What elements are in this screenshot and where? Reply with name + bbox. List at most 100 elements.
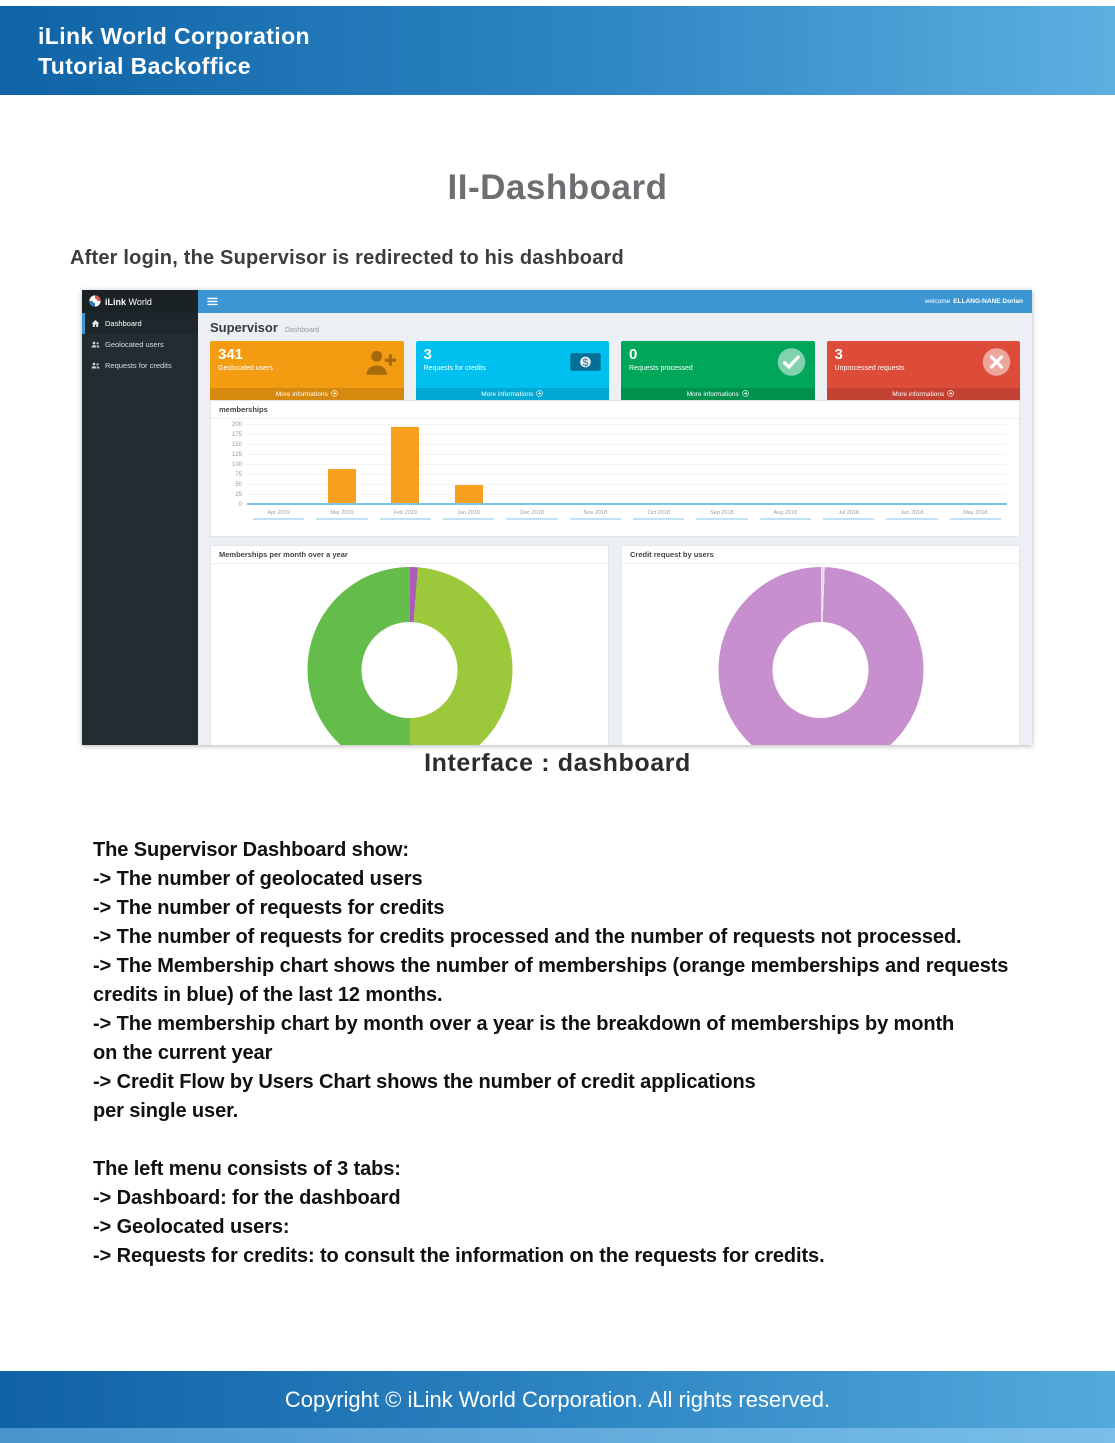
more-info-link[interactable]: More informations xyxy=(210,388,404,401)
document-header: iLink World Corporation Tutorial Backoff… xyxy=(0,6,1115,95)
body-line: -> The number of requests for credits pr… xyxy=(93,926,962,948)
y-tick-label: 125 xyxy=(231,452,242,458)
body-text: The Supervisor Dashboard show: -> The num… xyxy=(93,836,1093,1271)
dashboard-navbar: iLink World welcome ELLANG-NANE Dorian xyxy=(82,290,1032,313)
x-tick-label: Dec 2018 xyxy=(506,510,558,520)
more-info-link[interactable]: More informations xyxy=(415,388,609,401)
users-icon xyxy=(91,361,100,370)
more-info-label: More informations xyxy=(686,391,739,398)
x-tick-label: Mar 2019 xyxy=(316,510,368,520)
sidebar-item-requests-for-credits[interactable]: Requests for credits xyxy=(82,355,198,376)
stat-label: Unprocessed requests xyxy=(834,365,905,372)
body-line: per single user. xyxy=(93,1100,239,1122)
memberships-pie-panel: Memberships per month over a year xyxy=(210,545,609,745)
brand-rest: World xyxy=(128,296,152,307)
sidebar-item-dashboard[interactable]: Dashboard xyxy=(82,313,198,334)
x-tick-label: Jul 2018 xyxy=(822,510,875,520)
y-tick-label: 50 xyxy=(235,482,242,488)
arrow-circle-icon xyxy=(947,390,954,399)
y-tick-label: 25 xyxy=(235,492,242,498)
stat-value: 3 xyxy=(834,346,843,363)
svg-text:$: $ xyxy=(583,357,589,369)
body-line: -> Dashboard: for the dashboard xyxy=(93,1187,401,1209)
x-tick-label: Feb 2019 xyxy=(379,510,431,520)
x-tick-label: Jun 2018 xyxy=(886,510,938,520)
more-info-label: More informations xyxy=(481,391,534,398)
dashboard-screenshot: iLink World welcome ELLANG-NANE Dorian D… xyxy=(82,290,1032,745)
intro-text: After login, the Supervisor is redirecte… xyxy=(70,247,624,269)
y-tick-label: 0 xyxy=(238,502,242,508)
sidebar-item-label: Geolocated users xyxy=(105,340,164,349)
x-axis-labels: Apr 2019 Mar 2019 Feb 2019 Jan 2019 Dec 2018… xyxy=(247,510,1007,520)
body-line: -> The Membership chart shows the number… xyxy=(93,955,1009,977)
requests-credits-line xyxy=(247,503,1007,505)
brand[interactable]: iLink World xyxy=(82,290,198,313)
users-icon xyxy=(91,340,100,349)
welcome-user: ELLANG-NANE Dorian xyxy=(953,298,1023,305)
x-tick-label: Oct 2018 xyxy=(632,510,685,520)
x-tick-label: Apr 2019 xyxy=(253,510,305,520)
body-line: -> Credit Flow by Users Chart shows the … xyxy=(93,1071,756,1093)
bar-jan-2019[interactable] xyxy=(454,485,483,505)
body-line: -> Geolocated users: xyxy=(93,1216,290,1238)
money-icon: $ xyxy=(569,347,602,377)
stat-label: Geolocated users xyxy=(218,365,273,372)
body-line: The Supervisor Dashboard show: xyxy=(93,839,409,861)
dashboard-title: Supervisor xyxy=(210,320,278,335)
stat-value: 3 xyxy=(423,346,432,363)
memberships-pie-title: Memberships per month over a year xyxy=(211,546,608,564)
x-tick-label: May 2018 xyxy=(949,510,1001,520)
y-tick-label: 200 xyxy=(231,422,242,428)
credit-requests-donut-chart xyxy=(718,567,923,745)
x-tick-label: Nov 2018 xyxy=(569,510,621,520)
brand-text: iLink World xyxy=(105,297,152,307)
x-tick-label: Aug 2018 xyxy=(759,510,811,520)
document-footer: Copyright © iLink World Corporation. All… xyxy=(0,1371,1115,1428)
welcome-text: welcome ELLANG-NANE Dorian xyxy=(925,290,1023,313)
stat-label: Requests for credits xyxy=(423,365,486,372)
sidebar-item-label: Dashboard xyxy=(105,319,142,328)
more-info-link[interactable]: More informations xyxy=(826,388,1020,401)
credit-requests-pie-title: Credit request by users xyxy=(622,546,1019,564)
menu-toggle-icon[interactable] xyxy=(198,290,226,313)
body-line: -> The number of requests for credits xyxy=(93,897,445,919)
x-tick-label: Jan 2019 xyxy=(442,510,495,520)
body-line: credits in blue) of the last 12 months. xyxy=(93,984,443,1006)
user-plus-icon xyxy=(364,347,397,377)
body-line: The left menu consists of 3 tabs: xyxy=(93,1158,401,1180)
memberships-panel-title: memberships xyxy=(211,401,1019,419)
sidebar-item-geolocated-users[interactable]: Geolocated users xyxy=(82,334,198,355)
more-info-link[interactable]: More informations xyxy=(621,388,815,401)
body-line: on the current year xyxy=(93,1042,273,1064)
credit-requests-pie-panel: Credit request by users xyxy=(621,545,1020,745)
body-line: -> The number of geolocated users xyxy=(93,868,423,890)
body-line: -> Requests for credits: to consult the … xyxy=(93,1245,825,1267)
bar-feb-2019[interactable] xyxy=(391,427,420,505)
y-tick-label: 175 xyxy=(231,432,242,438)
page-title: II-Dashboard xyxy=(447,168,668,207)
more-info-label: More informations xyxy=(275,391,328,398)
stat-value: 341 xyxy=(218,346,244,363)
welcome-prefix: welcome xyxy=(924,298,951,305)
y-tick-label: 100 xyxy=(231,462,242,468)
arrow-circle-icon xyxy=(742,390,749,399)
bar-mar-2019[interactable] xyxy=(328,469,356,505)
stat-label: Requests processed xyxy=(629,365,693,372)
content-header: Supervisor Dashboard xyxy=(198,313,1032,341)
check-circle-icon xyxy=(775,347,808,377)
